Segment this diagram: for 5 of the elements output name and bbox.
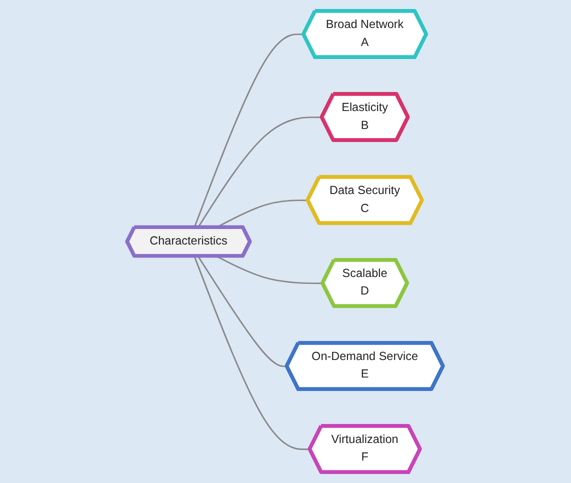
connector xyxy=(194,34,304,228)
connector xyxy=(198,116,323,228)
connector xyxy=(198,256,288,368)
connector xyxy=(194,256,310,450)
connector xyxy=(216,256,324,284)
